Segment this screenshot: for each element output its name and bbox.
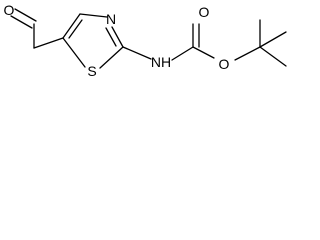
bond-c5-c4 [62, 13, 81, 39]
bond-n3-c2-inner [105, 27, 117, 47]
bond-c5-c4-inner [68, 19, 83, 39]
bond-ring-link [33, 37, 64, 49]
bond-formyl-co-1 [14, 8, 37, 22]
atom-ester-oxygen: O [219, 56, 230, 72]
bond-c4-n3 [79, 13, 108, 18]
atom-labels: O N S NH O O [4, 2, 230, 79]
bond-s1-c5 [62, 37, 86, 68]
bond-nh-carbonyl [171, 46, 194, 61]
atom-formyl-oxygen: O [4, 2, 15, 18]
atom-ring-nitrogen: N [106, 11, 116, 27]
bond-quat-methyl-right [259, 31, 287, 48]
atom-carbonyl-oxygen: O [199, 4, 210, 20]
bond-c2-nh [122, 46, 152, 60]
bond-c2-s1 [99, 46, 124, 69]
atom-amide-nitrogen: NH [151, 54, 171, 70]
bond-formyl-co-2 [10, 15, 33, 29]
atom-ring-sulfur: S [87, 63, 96, 79]
bond-ester-quat [234, 46, 261, 61]
bonds [10, 8, 287, 69]
bond-quat-methyl-down [259, 46, 287, 67]
bond-carbonyl-ester [192, 46, 215, 59]
bond-n3-c2 [111, 26, 124, 48]
structure-diagram: O N S NH O O [4, 2, 287, 79]
